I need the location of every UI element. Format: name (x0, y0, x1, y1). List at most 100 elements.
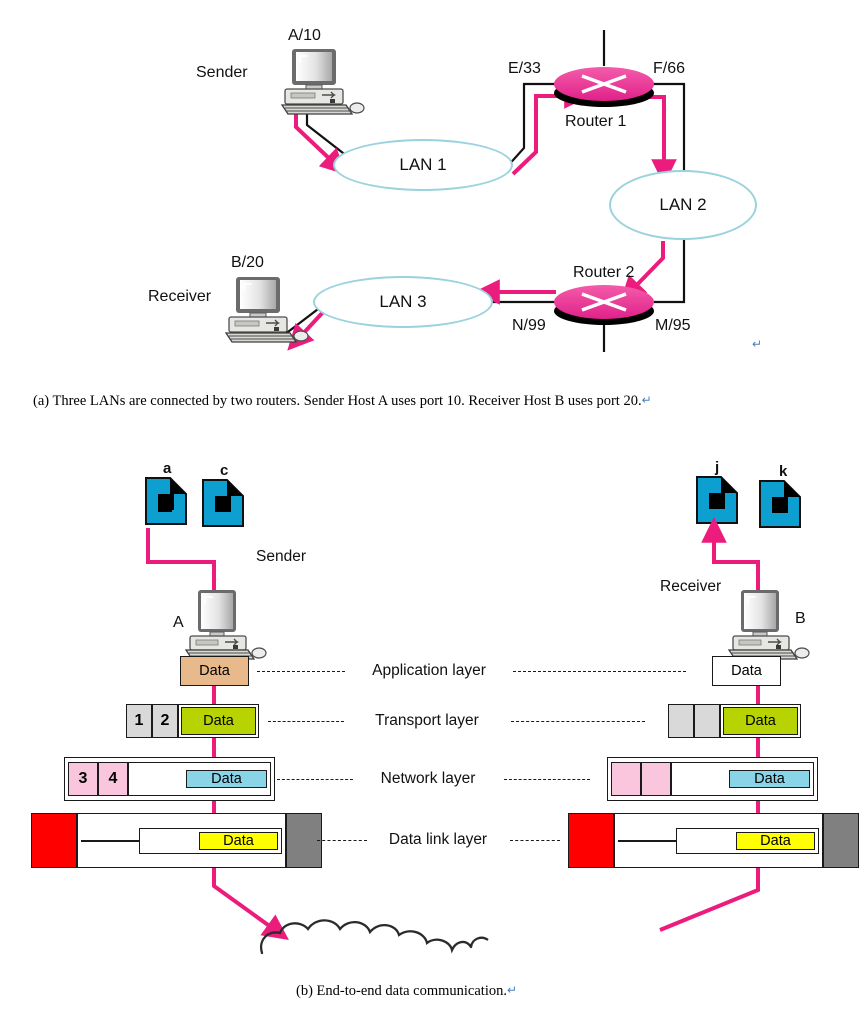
sender-pdu-datalink[interactable]: Data (31, 813, 322, 868)
pdu-header-cell (618, 839, 647, 842)
receiver-pdu-transport[interactable]: Data (668, 704, 801, 738)
pdu-data-wrapper: Data (183, 767, 270, 791)
pdu-data-cell: Data (712, 656, 781, 686)
caption-part-a: (a) Three LANs are connected by two rout… (33, 393, 652, 410)
part-b-receiver-flow (701, 516, 760, 592)
pdu-inner-wrapper: Data (676, 827, 819, 854)
pdu-frame-body: Data (614, 813, 823, 868)
stray-paragraph-mark: ↵ (752, 337, 763, 351)
lan-1-node[interactable]: LAN 1 (333, 139, 513, 191)
sender-label-b: Sender (256, 548, 306, 565)
lan-2-label: LAN 2 (659, 195, 707, 214)
caption-part-b: (b) End-to-end data communication.↵ (296, 983, 517, 1000)
lan-2-node[interactable]: LAN 2 (609, 170, 757, 240)
sender-pdu-application[interactable]: Data (180, 656, 249, 686)
receiver-pdu-datalink[interactable]: Data (568, 813, 859, 868)
datalink-layer-dash-right (510, 840, 560, 841)
receiver-computer-b2 (727, 590, 810, 660)
router-2-icon (554, 285, 654, 325)
sender-pdu-transport[interactable]: 1 2 Data (126, 704, 259, 738)
pdu-header-cell (647, 839, 676, 842)
pdu-data-cell: Data (181, 707, 256, 735)
sender-document-a-icon (145, 477, 187, 525)
sender-doc-a-label: a (163, 460, 172, 477)
lan-3-node[interactable]: LAN 3 (313, 276, 493, 328)
pdu-trailer-cell (823, 813, 859, 868)
sender-label-a: Sender (196, 64, 248, 81)
sender-host-label-a: A/10 (288, 27, 321, 44)
pdu-data-wrapper: Data (196, 828, 281, 853)
router-2-interface-n: N/99 (512, 317, 546, 334)
receiver-computer-b (224, 277, 309, 343)
sender-document-c-icon (202, 479, 244, 527)
receiver-host-label-a: B/20 (231, 254, 264, 271)
pdu-data-cell: Data (736, 831, 815, 850)
pdu-header-cell (611, 762, 641, 796)
pdu-header-cell: 1 (126, 704, 152, 738)
pdu-header-cell: 3 (68, 762, 98, 796)
application-layer-name: Application layer (372, 662, 486, 679)
pdu-header-cell: 4 (98, 762, 128, 796)
pdu-inner-wrapper: Data (139, 827, 282, 854)
router-1-interface-e: E/33 (508, 60, 541, 77)
receiver-label-b: Receiver (660, 578, 722, 595)
transport-layer-dash-right (511, 721, 645, 722)
sender-doc-c-label: c (220, 462, 229, 479)
router-1-label: Router 1 (565, 113, 627, 130)
pdu-header-cell (81, 839, 110, 842)
pdu-frame-body: Data (77, 813, 286, 868)
receiver-doc-k-label: k (779, 463, 788, 480)
pdu-header-cell (110, 839, 139, 842)
transport-layer-dash-left (268, 721, 344, 722)
pdu-data-cell: Data (199, 831, 278, 850)
pdu-header-cell (641, 762, 671, 796)
pdu-data-cell: Data (180, 656, 249, 686)
router-1-interface-f: F/66 (653, 60, 686, 77)
receiver-label-a: Receiver (148, 288, 212, 305)
network-layer-dash-left (277, 779, 353, 780)
receiver-document-j-icon (696, 476, 738, 524)
receiver-pdu-application[interactable]: Data (712, 656, 781, 686)
pdu-data-cell: Data (729, 770, 810, 788)
caption-part-a-text: (a) Three LANs are connected by two rout… (33, 393, 642, 409)
sender-pdu-network[interactable]: 3 4 Data (64, 757, 275, 801)
pdu-header-cell (694, 704, 720, 738)
receiver-pdu-network[interactable]: Data (607, 757, 818, 801)
router-2-label: Router 2 (573, 264, 635, 281)
caption-part-a-mark: ↵ (641, 393, 652, 407)
pdu-header-cell (668, 704, 694, 738)
pdu-header-cell: 2 (152, 704, 178, 738)
pdu-data-wrapper: Data (733, 828, 818, 853)
pdu-data-wrapper: Data (178, 704, 259, 738)
pdu-data-cell: Data (186, 770, 267, 788)
receiver-doc-j-label: j (715, 459, 720, 476)
receiver-host-label-b: B (795, 610, 806, 627)
network-layer-name: Network layer (380, 770, 476, 787)
router-1-icon (554, 67, 654, 107)
pdu-data-cell: Data (723, 707, 798, 735)
sender-host-label-b: A (173, 614, 184, 631)
pdu-data-wrapper: Data (720, 704, 801, 738)
pdu-flag-cell (568, 813, 614, 868)
router-2-interface-m: M/95 (655, 317, 691, 334)
transport-layer-name: Transport layer (375, 712, 479, 729)
pdu-data-wrapper: Data (726, 767, 813, 791)
transmission-medium-cloud (259, 919, 489, 955)
sender-computer-a (280, 49, 365, 115)
pdu-inner-wrapper: Data (128, 762, 271, 796)
caption-part-b-text: (b) End-to-end data communication. (296, 983, 507, 999)
part-b-sender-flow (146, 528, 216, 592)
lan-1-label: LAN 1 (399, 155, 447, 174)
pdu-inner-wrapper: Data (671, 762, 814, 796)
sender-computer-b (184, 590, 267, 660)
application-layer-dash-left (257, 671, 345, 672)
receiver-document-k-icon (759, 480, 801, 528)
caption-part-b-mark: ↵ (507, 983, 518, 997)
datalink-layer-name: Data link layer (388, 831, 488, 848)
lan-3-label: LAN 3 (379, 292, 427, 311)
network-layer-dash-right (504, 779, 590, 780)
pdu-flag-cell (31, 813, 77, 868)
